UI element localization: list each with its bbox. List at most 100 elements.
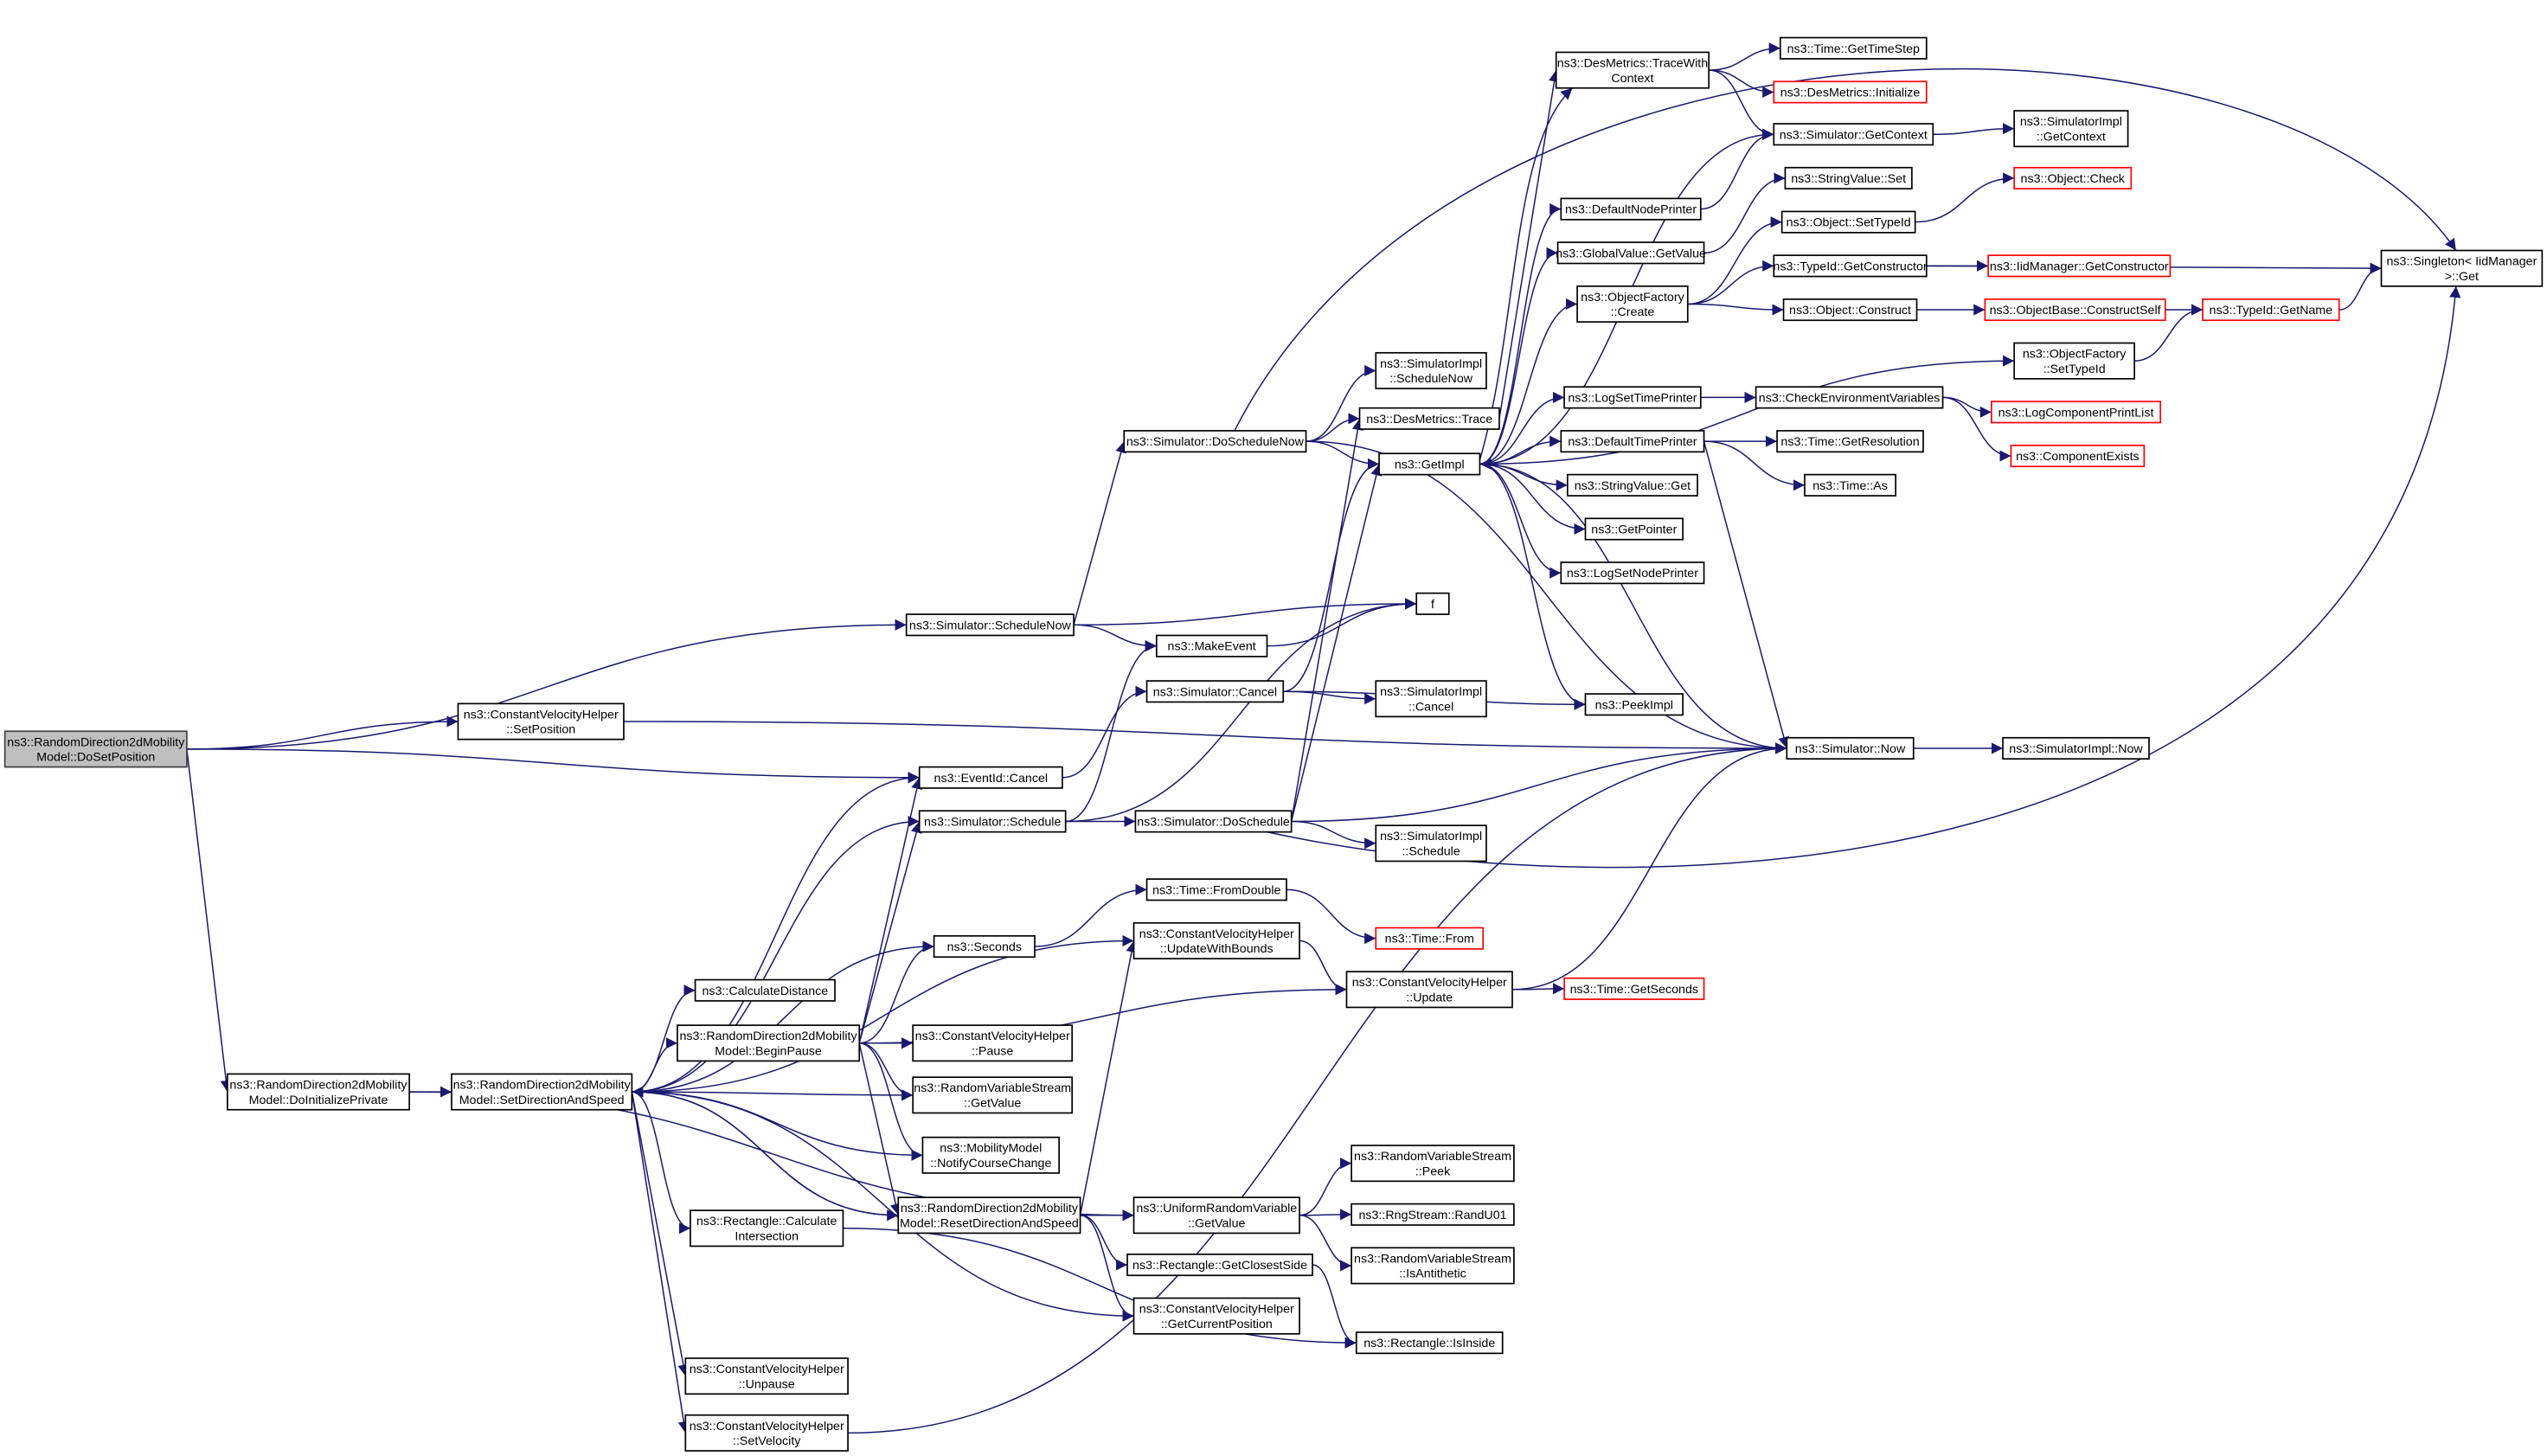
- node-label: f: [1431, 598, 1434, 612]
- node-doInitializePrivate[interactable]: ns3::RandomDirection2dMobilityModel::DoI…: [227, 1073, 410, 1111]
- edge-setDirectionAndSpeed-to-cvhGetCurrentPosition: [632, 1091, 1134, 1322]
- node-calculateDistance[interactable]: ns3::CalculateDistance: [694, 978, 836, 1002]
- node-label: ns3::Time::GetTimeStep: [1787, 42, 1920, 56]
- edge-doScheduleNow-to-getImpl: [1306, 440, 1380, 470]
- node-isInside[interactable]: ns3::Rectangle::IsInside: [1355, 1331, 1504, 1355]
- node-label: ns3::StringValue::Get: [1575, 479, 1691, 493]
- node-simImplSchedule[interactable]: ns3::SimulatorImpl::Schedule: [1375, 824, 1487, 863]
- node-label: ::NotifyCourseChange: [930, 1157, 1051, 1171]
- node-objectSetTypeId[interactable]: ns3::Object::SetTypeId: [1780, 210, 1916, 234]
- node-makeEvent[interactable]: ns3::MakeEvent: [1155, 634, 1268, 657]
- node-timeGetResolution[interactable]: ns3::Time::GetResolution: [1776, 430, 1924, 453]
- node-getPointer[interactable]: ns3::GetPointer: [1584, 517, 1684, 541]
- node-cvhPause[interactable]: ns3::ConstantVelocityHelper::Pause: [912, 1024, 1074, 1062]
- node-label: ns3::Simulator::Schedule: [924, 816, 1061, 830]
- edge-cvhUpdate-to-simNow: [1511, 742, 1787, 991]
- node-cvhSetVelocity[interactable]: ns3::ConstantVelocityHelper::SetVelocity: [684, 1414, 849, 1452]
- node-cvhSetPosition[interactable]: ns3::ConstantVelocityHelper::SetPosition: [457, 702, 625, 741]
- node-box: [933, 934, 1036, 959]
- node-getClosestSide[interactable]: ns3::Rectangle::GetClosestSide: [1126, 1253, 1313, 1277]
- edge-setDirectionAndSpeed-to-seconds: [632, 940, 934, 1093]
- node-label: ns3::ConstantVelocityHelper: [690, 1363, 844, 1376]
- node-resetDirectionAndSpeed[interactable]: ns3::RandomDirection2dMobilityModel::Res…: [897, 1196, 1081, 1235]
- node-label: Model::ResetDirectionAndSpeed: [900, 1216, 1079, 1230]
- node-box: [1375, 680, 1487, 718]
- edge-timeFromDouble-to-timeFrom: [1286, 888, 1376, 945]
- node-typeIdGetName[interactable]: ns3::TypeId::GetName: [2202, 298, 2340, 322]
- node-componentExists[interactable]: ns3::ComponentExists: [2010, 444, 2146, 468]
- node-simImplScheduleNow[interactable]: ns3::SimulatorImpl::ScheduleNow: [1375, 351, 1487, 389]
- edge-simGetContext-to-simImplGetContext: [1933, 123, 2015, 136]
- node-typeIdGetConstructor[interactable]: ns3::TypeId::GetConstructor: [1773, 254, 1928, 278]
- node-label: ns3::TypeId::GetConstructor: [1773, 260, 1927, 273]
- node-simCancel[interactable]: ns3::Simulator::Cancel: [1145, 680, 1285, 703]
- node-label: ns3::ConstantVelocityHelper: [1139, 927, 1294, 941]
- node-label: Context: [1611, 72, 1653, 86]
- node-f[interactable]: f: [1415, 592, 1450, 615]
- node-singletonGet[interactable]: ns3::Singleton< IidManager>::Get: [2380, 249, 2544, 287]
- node-cvhUnpause[interactable]: ns3::ConstantVelocityHelper::Unpause: [684, 1357, 849, 1395]
- node-peekImpl[interactable]: ns3::PeekImpl: [1584, 693, 1684, 716]
- node-desMetricsInitialize[interactable]: ns3::DesMetrics::Initialize: [1773, 80, 1928, 104]
- node-urvGetValue[interactable]: ns3::UniformRandomVariable::GetValue: [1132, 1196, 1300, 1235]
- node-label: ns3::Time::GetSeconds: [1570, 983, 1698, 997]
- node-randU01[interactable]: ns3::RngStream::RandU01: [1350, 1203, 1515, 1226]
- node-seconds[interactable]: ns3::Seconds: [933, 934, 1036, 959]
- node-logSetTimePrinter[interactable]: ns3::LogSetTimePrinter: [1563, 386, 1702, 409]
- node-objectFactoryCreate[interactable]: ns3::ObjectFactory::Create: [1576, 285, 1689, 323]
- node-simImplNow[interactable]: ns3::SimulatorImpl::Now: [2002, 736, 2150, 760]
- node-simSchedule[interactable]: ns3::Simulator::Schedule: [918, 810, 1067, 833]
- node-rvsGetValue[interactable]: ns3::RandomVariableStream::GetValue: [912, 1076, 1074, 1114]
- node-label: ::Unpause: [739, 1377, 795, 1391]
- node-objectCheck[interactable]: ns3::Object::Check: [2013, 166, 2133, 189]
- node-simDoSchedule[interactable]: ns3::Simulator::DoSchedule: [1134, 810, 1293, 833]
- node-timeFromDouble[interactable]: ns3::Time::FromDouble: [1145, 878, 1287, 901]
- node-label: ns3::RandomDirection2dMobility: [7, 735, 185, 749]
- node-simNow[interactable]: ns3::Simulator::Now: [1786, 736, 1915, 760]
- node-doScheduleNow[interactable]: ns3::Simulator::DoScheduleNow: [1123, 430, 1307, 453]
- node-objectFactorySetTypeId[interactable]: ns3::ObjectFactory::SetTypeId: [2013, 342, 2135, 380]
- node-getImpl[interactable]: ns3::GetImpl: [1378, 452, 1481, 476]
- node-cvhUpdateWithBounds[interactable]: ns3::ConstantVelocityHelper::UpdateWithB…: [1132, 921, 1300, 959]
- node-beginPause[interactable]: ns3::RandomDirection2dMobilityModel::Beg…: [677, 1024, 861, 1062]
- node-stringValueSet[interactable]: ns3::StringValue::Set: [1784, 166, 1913, 189]
- node-cvhGetCurrentPosition[interactable]: ns3::ConstantVelocityHelper::GetCurrentP…: [1132, 1297, 1300, 1335]
- node-label: ns3::RandomVariableStream: [1354, 1252, 1511, 1266]
- node-label: ::GetContext: [2037, 130, 2106, 144]
- node-defaultTimePrinter[interactable]: ns3::DefaultTimePrinter: [1560, 430, 1705, 453]
- node-box: [1560, 561, 1705, 585]
- node-cvhUpdate[interactable]: ns3::ConstantVelocityHelper::Update: [1345, 971, 1513, 1009]
- node-label: ns3::UniformRandomVariable: [1136, 1202, 1297, 1215]
- node-rvsPeek[interactable]: ns3::RandomVariableStream::Peek: [1350, 1145, 1515, 1183]
- node-eventIdCancel[interactable]: ns3::EventId::Cancel: [918, 766, 1063, 789]
- edge-simScheduleNow-to-makeEvent: [1074, 624, 1157, 652]
- node-simScheduleNow[interactable]: ns3::Simulator::ScheduleNow: [905, 613, 1075, 637]
- node-stringValueGet[interactable]: ns3::StringValue::Get: [1566, 473, 1698, 497]
- node-timeAs[interactable]: ns3::Time::As: [1804, 473, 1896, 497]
- node-timeGetSeconds[interactable]: ns3::Time::GetSeconds: [1563, 977, 1705, 1000]
- node-notifyCourseChange[interactable]: ns3::MobilityModel::NotifyCourseChange: [921, 1136, 1061, 1174]
- node-setDirectionAndSpeed[interactable]: ns3::RandomDirection2dMobilityModel::Set…: [451, 1073, 633, 1111]
- node-simGetContext[interactable]: ns3::Simulator::GetContext: [1773, 123, 1934, 146]
- node-box: [2013, 166, 2133, 189]
- node-constructSelf[interactable]: ns3::ObjectBase::ConstructSelf: [1984, 298, 2166, 322]
- edge-doScheduleNow-to-singletonGet: [1234, 67, 2457, 432]
- node-box: [1991, 401, 2161, 424]
- node-globalValueGetValue[interactable]: ns3::GlobalValue::GetValue: [1556, 241, 1706, 265]
- edge-simDoSchedule-to-desMetricsTrace: [1290, 418, 1363, 822]
- node-logComponentPrintList[interactable]: ns3::LogComponentPrintList: [1991, 401, 2161, 424]
- node-simImplCancel[interactable]: ns3::SimulatorImpl::Cancel: [1375, 680, 1487, 718]
- node-simImplGetContext[interactable]: ns3::SimulatorImpl::GetContext: [2013, 110, 2129, 148]
- node-checkEnvVars[interactable]: ns3::CheckEnvironmentVariables: [1755, 386, 1944, 409]
- node-desMetricsTrace[interactable]: ns3::DesMetrics::Trace: [1358, 407, 1500, 430]
- node-defaultNodePrinter[interactable]: ns3::DefaultNodePrinter: [1560, 197, 1702, 221]
- node-timeFrom[interactable]: ns3::Time::From: [1375, 927, 1485, 950]
- node-objectConstruct[interactable]: ns3::Object::Construct: [1782, 298, 1918, 322]
- node-rvsIsAntithetic[interactable]: ns3::RandomVariableStream::IsAntithetic: [1350, 1247, 1515, 1285]
- node-logSetNodePrinter[interactable]: ns3::LogSetNodePrinter: [1560, 561, 1705, 585]
- node-doSetPosition[interactable]: ns3::RandomDirection2dMobilityModel::DoS…: [3, 730, 188, 768]
- node-iidGetConstructor[interactable]: ns3::IidManager::GetConstructor: [1987, 254, 2172, 278]
- node-getTimeStep[interactable]: ns3::Time::GetTimeStep: [1779, 36, 1928, 60]
